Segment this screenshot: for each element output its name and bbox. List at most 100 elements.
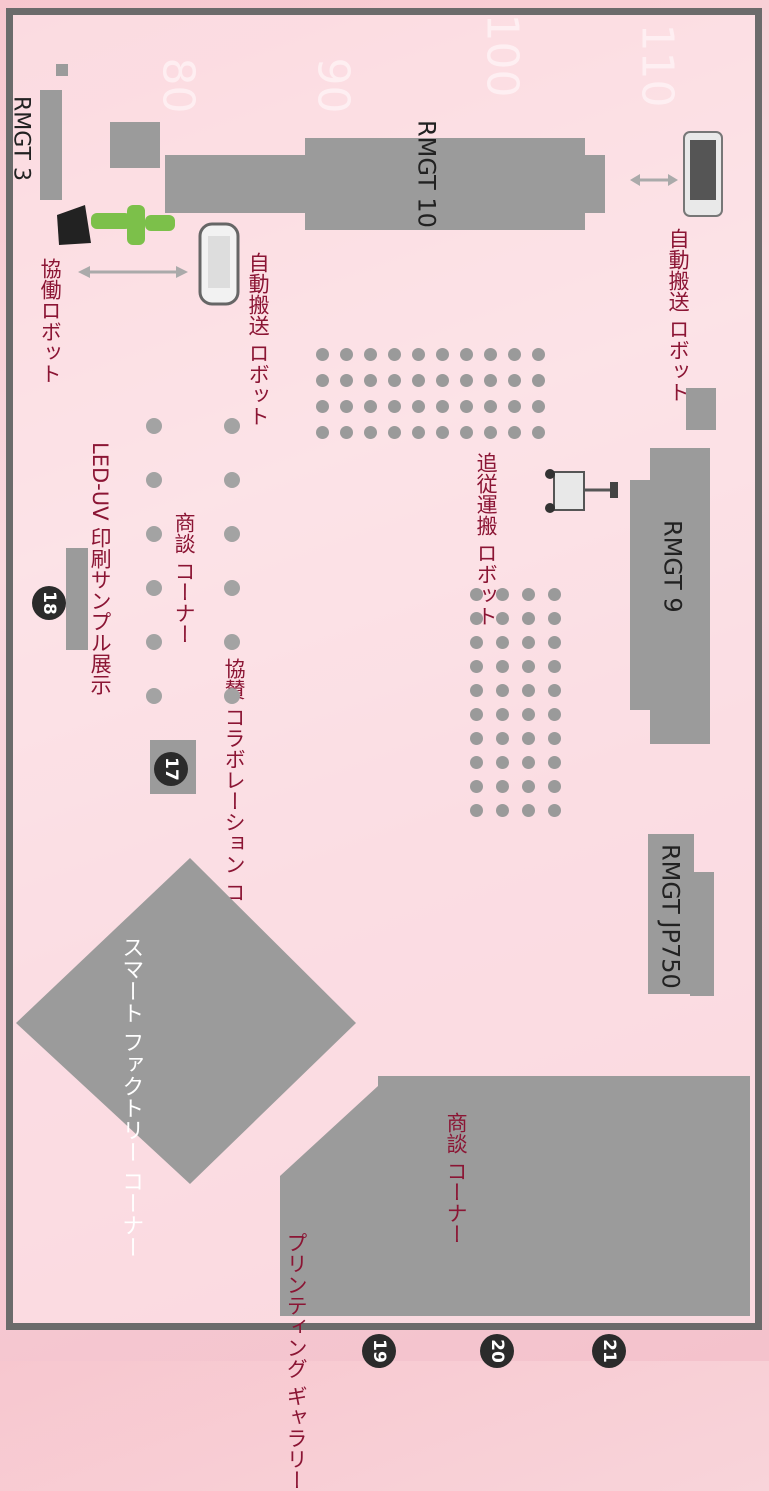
seat-dot [508,400,521,413]
seat-dot [316,348,329,361]
badge-19[interactable]: 19 [362,1334,396,1368]
smart-factory-label: スマート ファクトリー コーナー [118,936,144,1258]
seat-dot [224,472,240,488]
seat-dot [548,588,561,601]
seat-dot [548,756,561,769]
meeting-corner-2-area[interactable] [260,1076,760,1316]
seat-dot [532,374,545,387]
cobot-label: 協働ロボット [38,258,63,384]
seat-dot [522,732,535,745]
seat-dot [316,426,329,439]
seat-dot [522,612,535,625]
seat-dot [364,426,377,439]
seat-dot [146,418,162,434]
double-arrow-icon [78,266,188,278]
booth-block [56,64,68,76]
agv-device-icon [198,222,240,306]
machine-rmgt10-center [305,138,585,230]
seat-dot [522,588,535,601]
meeting-corner-1-label: 商談 コーナー [172,512,197,645]
seat-dot [412,426,425,439]
machine-rmgt9-label: RMGT 9 [658,520,687,613]
seat-dot [522,636,535,649]
seat-dot [436,348,449,361]
seat-dot [496,588,509,601]
meeting-corner-2-label: 商談 コーナー [444,1112,469,1245]
seat-dot [470,708,483,721]
seat-dot [146,688,162,704]
seat-dot [146,634,162,650]
seat-dot [316,400,329,413]
seat-dot [522,780,535,793]
seat-dot [496,612,509,625]
booth-block [686,388,716,430]
machine-rmgtjp750-label: RMGT JP750 [656,844,685,989]
seat-dot [522,804,535,817]
seat-dot [388,400,401,413]
machine-rmgt9-body [630,480,710,710]
agv-right-label: 自動搬送 ロボット [666,228,691,403]
booth-block [110,122,160,168]
double-arrow-icon [630,174,678,186]
seat-dot [522,684,535,697]
seat-dot [388,348,401,361]
seat-dot [412,348,425,361]
seat-dot [532,348,545,361]
seat-dot [340,374,353,387]
seat-dot [364,374,377,387]
led-uv-display [66,548,88,650]
seat-dot [470,804,483,817]
machine-rmgt3 [40,90,62,200]
badge-18[interactable]: 18 [32,586,66,620]
seat-dot [548,708,561,721]
seat-dot [470,732,483,745]
seat-dot [470,588,483,601]
seat-dot [316,374,329,387]
seat-dot [460,348,473,361]
seat-dot [548,684,561,697]
seat-dot [224,634,240,650]
seat-dot [548,780,561,793]
seat-dot [470,780,483,793]
agv-left-label: 自動搬送 ロボット [246,252,271,427]
seat-dot [496,636,509,649]
seat-dot [340,400,353,413]
smart-factory-area[interactable] [10,858,360,1188]
seat-dot [496,684,509,697]
cobot-arm-icon [57,205,175,245]
machine-rmgtjp750[interactable] [648,834,694,994]
seat-dot [508,348,521,361]
seat-dot [224,580,240,596]
seat-dot [436,400,449,413]
seat-dot [532,426,545,439]
badge-20[interactable]: 20 [480,1334,514,1368]
badge-17[interactable]: 17 [154,752,188,786]
seat-dot [224,688,240,704]
follow-robot-icon [545,469,618,513]
seat-dot [548,660,561,673]
badge-21[interactable]: 21 [592,1334,626,1368]
seat-dot [388,374,401,387]
seat-dot [496,804,509,817]
seat-dot [412,400,425,413]
seat-dot [470,684,483,697]
machine-rmgtjp750-ext [690,872,714,996]
seat-dot [484,374,497,387]
seat-dot [496,732,509,745]
seat-dot [522,756,535,769]
seat-dot [146,472,162,488]
seat-dot [388,426,401,439]
seat-dot [224,526,240,542]
printing-gallery-label: プリンティング ギャラリー [284,1232,309,1491]
seat-dot [496,756,509,769]
machine-rmgt10-label: RMGT 10 [412,120,441,228]
seat-dot [496,660,509,673]
seat-dot [224,418,240,434]
seat-dot [146,580,162,596]
seat-dot [460,400,473,413]
seat-dot [548,636,561,649]
led-uv-label: LED-UV 印刷サンプル展示 [88,442,113,696]
seat-dot [340,348,353,361]
seat-dot [364,400,377,413]
seat-dot [548,612,561,625]
